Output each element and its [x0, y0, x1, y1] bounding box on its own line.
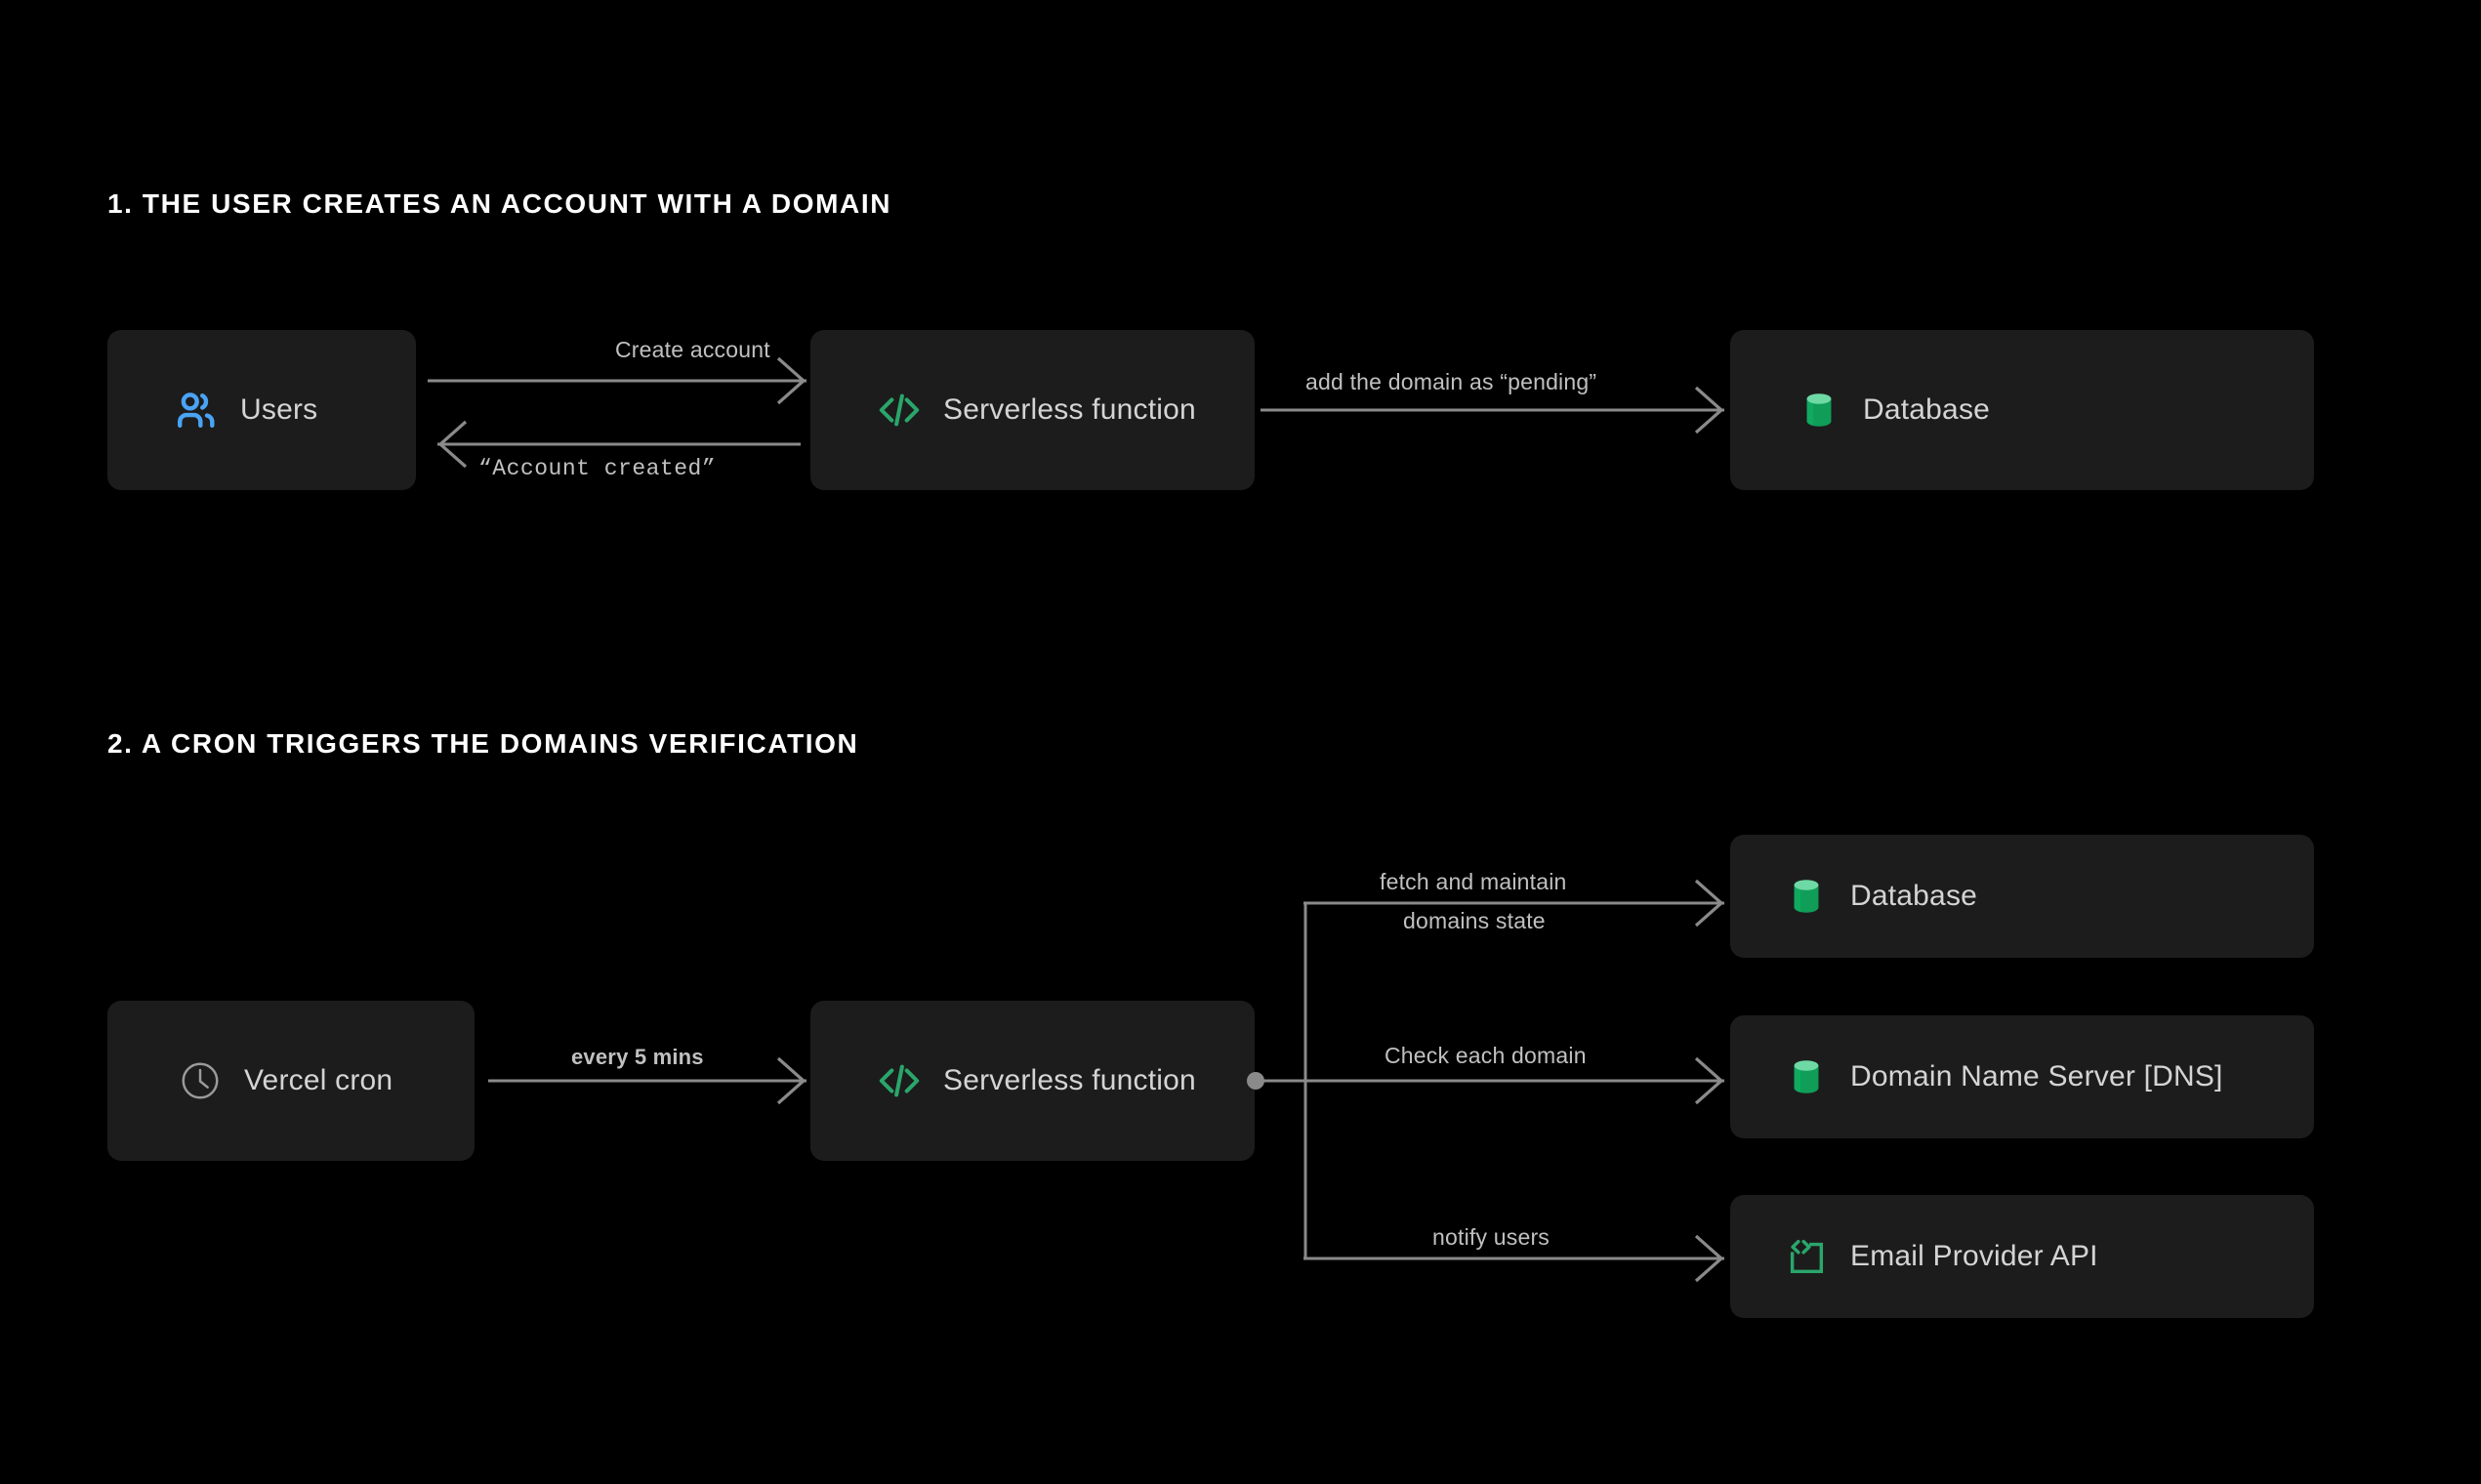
database-icon — [1784, 1054, 1829, 1099]
database-icon — [1797, 388, 1841, 433]
node-users[interactable]: Users — [107, 330, 416, 490]
node-label: Email Provider API — [1850, 1240, 2098, 1272]
node-label: Serverless function — [943, 393, 1196, 426]
api-icon — [1784, 1234, 1829, 1279]
node-label: Vercel cron — [244, 1064, 393, 1096]
edge-label-check-each-domain: Check each domain — [1385, 1043, 1587, 1068]
code-icon — [877, 388, 922, 433]
node-label: Database — [1863, 393, 1991, 426]
connector-branch-trunk — [1247, 903, 1307, 1258]
node-domain-name-server[interactable]: Domain Name Server [DNS] — [1730, 1015, 2314, 1138]
edge-label-every-5-mins: every 5 mins — [571, 1045, 704, 1069]
node-serverless-function-1[interactable]: Serverless function — [810, 330, 1255, 490]
node-label: Domain Name Server [DNS] — [1850, 1060, 2223, 1092]
edge-label-add-domain-pending: add the domain as “pending” — [1305, 369, 1597, 394]
node-label: Database — [1850, 880, 1978, 912]
node-label: Users — [240, 393, 318, 426]
node-label: Serverless function — [943, 1064, 1196, 1096]
code-icon — [877, 1058, 922, 1103]
node-email-provider-api[interactable]: Email Provider API — [1730, 1195, 2314, 1318]
node-vercel-cron[interactable]: Vercel cron — [107, 1001, 475, 1161]
users-icon — [174, 388, 219, 433]
section-1-heading: 1. THE USER CREATES AN ACCOUNT WITH A DO… — [107, 188, 892, 219]
database-icon — [1784, 874, 1829, 919]
edge-label-fetch-and-maintain: fetch and maintain — [1380, 869, 1567, 894]
clock-icon — [178, 1058, 223, 1103]
edge-label-domains-state: domains state — [1403, 908, 1546, 933]
connector-create-account — [428, 356, 806, 405]
edge-label-account-created: “Account created” — [478, 456, 717, 481]
node-serverless-function-2[interactable]: Serverless function — [810, 1001, 1255, 1161]
node-database-2[interactable]: Database — [1730, 835, 2314, 958]
section-2-heading: 2. A CRON TRIGGERS THE DOMAINS VERIFICAT… — [107, 728, 859, 759]
node-database-1[interactable]: Database — [1730, 330, 2314, 490]
edge-label-create-account: Create account — [615, 337, 770, 362]
edge-label-notify-users: notify users — [1432, 1224, 1551, 1250]
